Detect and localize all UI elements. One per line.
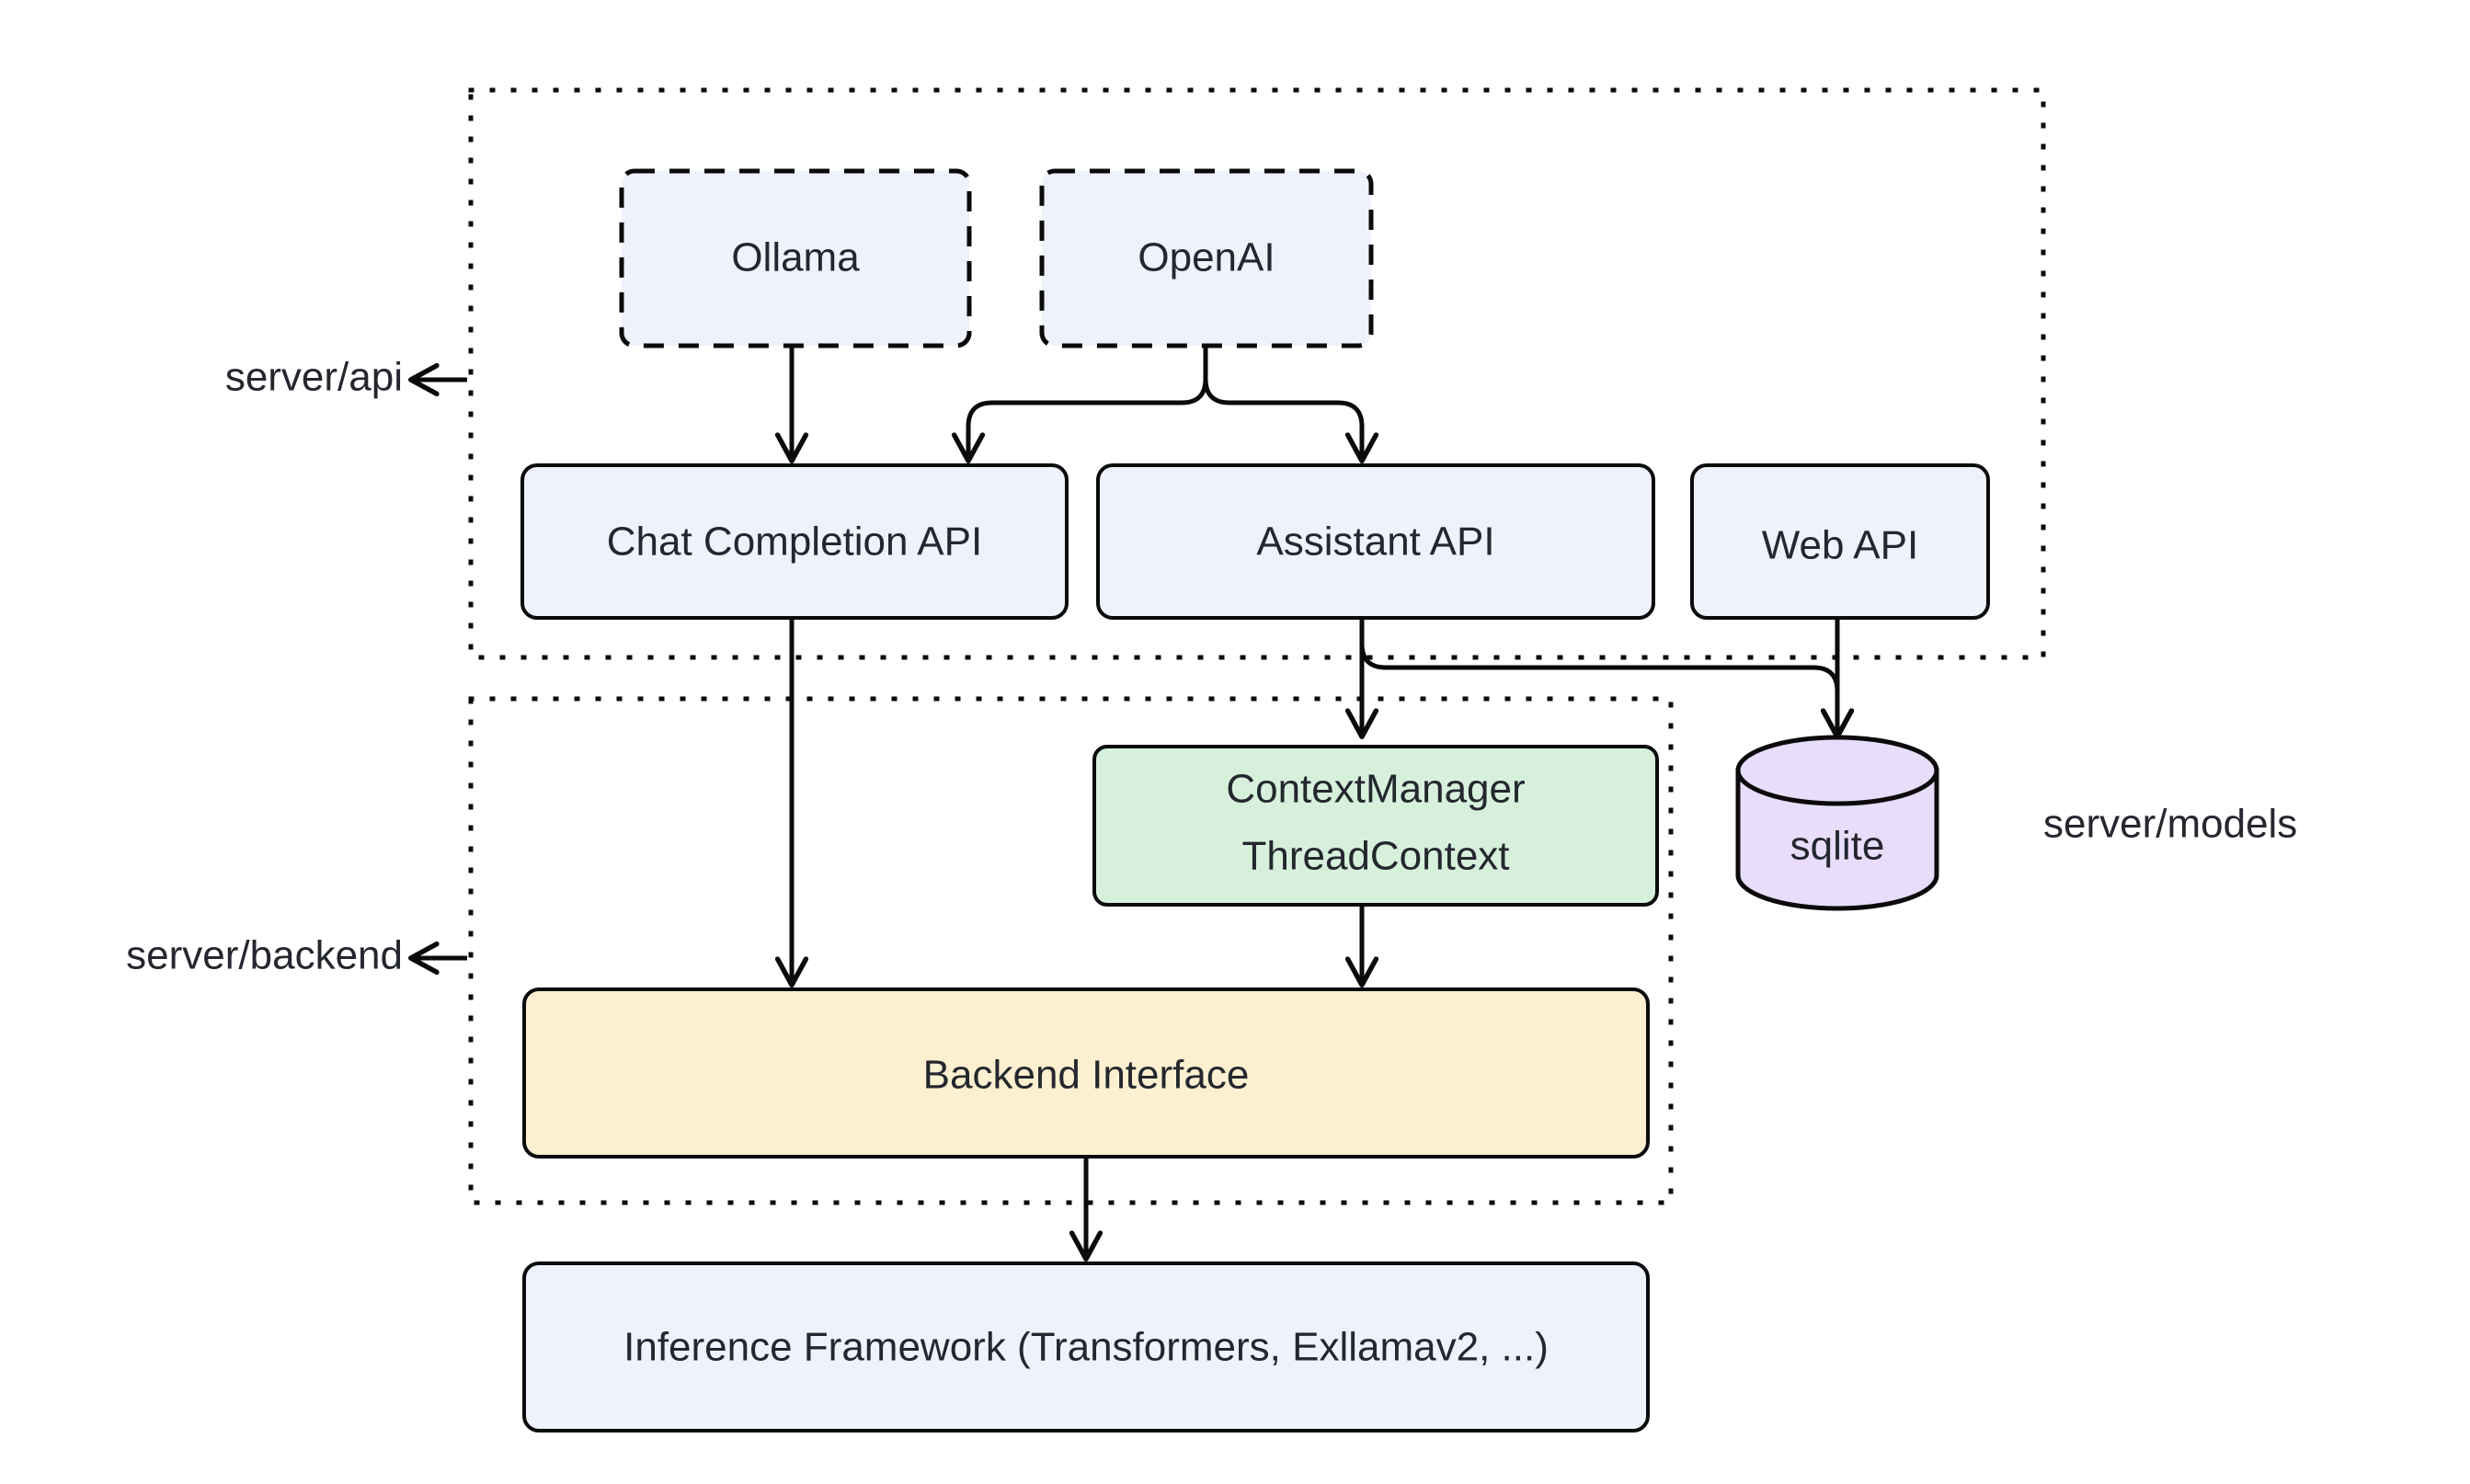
node-sqlite-body[interactable] bbox=[1735, 768, 1939, 911]
node-ollama-shape[interactable] bbox=[619, 168, 972, 348]
node-context-manager[interactable]: ContextManager ThreadContext bbox=[1092, 745, 1659, 907]
node-ollama-label: Ollama bbox=[731, 235, 860, 280]
node-inference-framework-shape[interactable] bbox=[522, 1261, 1650, 1433]
node-openai-label: OpenAI bbox=[1138, 235, 1275, 280]
group-label-server-backend: server/backend bbox=[126, 933, 467, 978]
group-frame-server-backend bbox=[468, 696, 1674, 1205]
node-inference-framework[interactable]: Inference Framework (Transformers, Exlla… bbox=[522, 1261, 1650, 1433]
node-backend-interface-label: Backend Interface bbox=[923, 1053, 1250, 1098]
node-assistant-api[interactable]: Assistant API bbox=[1096, 463, 1655, 620]
node-web-api-label: Web API bbox=[1762, 523, 1918, 568]
node-web-api[interactable]: Web API bbox=[1690, 463, 1990, 620]
group-label-server-models-text: server/models bbox=[2043, 802, 2297, 847]
node-assistant-api-shape[interactable] bbox=[1096, 463, 1655, 620]
group-label-server-api: server/api bbox=[225, 355, 467, 400]
group-label-server-backend-text: server/backend bbox=[126, 933, 403, 978]
node-chat-completion-api-label: Chat Completion API bbox=[607, 519, 982, 565]
node-context-manager-label-line2: ThreadContext bbox=[1241, 834, 1509, 879]
group-label-server-models: server/models bbox=[2043, 802, 2297, 847]
node-context-manager-shape[interactable] bbox=[1092, 745, 1659, 907]
node-chat-completion-api-shape[interactable] bbox=[520, 463, 1069, 620]
node-sqlite-label: sqlite bbox=[1790, 824, 1885, 869]
node-inference-framework-label: Inference Framework (Transformers, Exlla… bbox=[623, 1325, 1549, 1370]
node-backend-interface-shape[interactable] bbox=[522, 987, 1650, 1159]
node-openai-shape[interactable] bbox=[1039, 168, 1374, 348]
group-frame-server-api bbox=[468, 87, 2046, 660]
node-openai[interactable]: OpenAI bbox=[1039, 168, 1374, 348]
node-chat-completion-api[interactable]: Chat Completion API bbox=[520, 463, 1069, 620]
node-context-manager-label-line1: ContextManager bbox=[1226, 767, 1525, 812]
node-sqlite[interactable]: sqlite bbox=[1735, 735, 1939, 911]
node-backend-interface[interactable]: Backend Interface bbox=[522, 987, 1650, 1159]
node-sqlite-top[interactable] bbox=[1735, 735, 1939, 806]
node-assistant-api-label: Assistant API bbox=[1256, 519, 1494, 565]
node-web-api-shape[interactable] bbox=[1690, 463, 1990, 620]
group-label-server-api-text: server/api bbox=[225, 355, 403, 400]
edge-openai-to-assistant-api bbox=[1203, 378, 1362, 460]
edge-openai-to-chat-completion-api bbox=[968, 378, 1208, 460]
node-ollama[interactable]: Ollama bbox=[619, 168, 972, 348]
